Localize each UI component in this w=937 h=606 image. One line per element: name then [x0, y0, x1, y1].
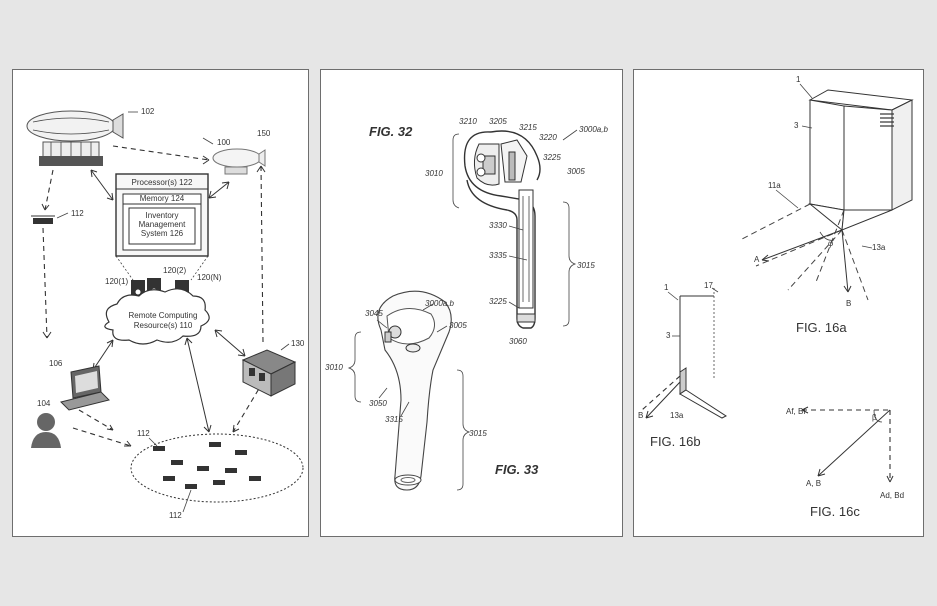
ref-3045: 3045: [365, 309, 383, 318]
ref-3215: 3215: [519, 123, 537, 132]
earbud-perspective: [377, 290, 452, 491]
ref-3010-top: 3010: [425, 169, 443, 178]
vector-diagram: [801, 406, 894, 483]
ref-3000-bottom: 3000a,b: [425, 299, 454, 308]
ref-3315: 3315: [385, 415, 403, 424]
ref-3060: 3060: [509, 337, 527, 346]
ref-13a-mid: 13a: [670, 411, 684, 420]
fig-16c-title: FIG. 16c: [810, 504, 860, 519]
inventory-label-1: Inventory: [146, 211, 179, 220]
cloud-shape: [104, 288, 210, 345]
ref-104: 104: [37, 399, 51, 408]
server-box: [115, 173, 209, 257]
ref-3210: 3210: [459, 117, 477, 126]
airship-icon: [26, 110, 124, 166]
ref-ad-bd: Ad, Bd: [880, 491, 904, 500]
ref-120-n: 120(N): [197, 273, 222, 282]
ref-3050: 3050: [369, 399, 387, 408]
ref-b: B: [846, 299, 851, 308]
ref-112-left: 112: [71, 209, 84, 218]
ref-3010-bottom: 3010: [325, 363, 343, 372]
ref-3205: 3205: [489, 117, 507, 126]
ref-a-b: A, B: [806, 479, 821, 488]
ref-3015-top: 3015: [577, 261, 595, 270]
person-icon: [31, 413, 61, 448]
fig-33-title: FIG. 33: [495, 462, 539, 477]
system-diagram: 102 100 150 Processor(s) 122 Memory 124 …: [26, 107, 305, 520]
ref-102: 102: [141, 107, 155, 116]
system-diagram-panel: 102 100 150 Processor(s) 122 Memory 124 …: [12, 69, 309, 537]
ref-100: 100: [217, 138, 231, 147]
ref-3-top: 3: [794, 121, 799, 130]
ref-3-mid: 3: [666, 331, 671, 340]
ref-112-top: 112: [137, 429, 150, 438]
device-diagram: 1 3 φ 11a A B 13a FIG. 16a 1 17 3 B 13a …: [638, 75, 914, 519]
ref-3005-bottom: 3005: [449, 321, 467, 330]
inventory-label-3: System 126: [141, 229, 184, 238]
drone-fleet-area: [130, 433, 304, 503]
ref-11a: 11a: [768, 181, 781, 190]
fig-32-title: FIG. 32: [369, 124, 413, 139]
ref-112-bottom: 112: [169, 511, 182, 520]
ref-3000-top: 3000a,b: [579, 125, 608, 134]
ref-3225-top: 3225: [543, 153, 561, 162]
ref-3330: 3330: [489, 221, 507, 230]
memory-label: Memory 124: [140, 194, 185, 203]
ref-120-1: 120(1): [105, 277, 128, 286]
processor-label: Processor(s) 122: [132, 178, 193, 187]
device-box: [808, 89, 914, 231]
ref-3220: 3220: [539, 133, 557, 142]
fig-16a-title: FIG. 16a: [796, 320, 847, 335]
ref-b-mid: B: [638, 411, 643, 420]
ref-3225-bottom: 3225: [489, 297, 507, 306]
small-airship-icon: [212, 148, 266, 175]
ref-a: A: [754, 255, 760, 264]
device-diagram-panel: 1 3 φ 11a A B 13a FIG. 16a 1 17 3 B 13a …: [633, 69, 924, 537]
phi-label: φ: [828, 239, 833, 248]
ref-120-2: 120(2): [163, 266, 186, 275]
ref-3335: 3335: [489, 251, 507, 260]
ref-1-top: 1: [796, 75, 801, 84]
device-side-view: [679, 288, 728, 419]
drone-fleet-icons: [153, 442, 261, 489]
ref-3005-top: 3005: [567, 167, 585, 176]
ref-1-mid: 1: [664, 283, 669, 292]
remote-label-1: Remote Computing: [129, 311, 198, 320]
earbud-cross-section: [463, 130, 541, 329]
fig-16b-title: FIG. 16b: [650, 434, 701, 449]
warehouse-icon: [241, 349, 297, 397]
ref-106: 106: [49, 359, 63, 368]
ref-3015-bottom: 3015: [469, 429, 487, 438]
inventory-label-2: Management: [139, 220, 186, 229]
beta-label: β: [872, 413, 877, 422]
ref-13a-top: 13a: [872, 243, 886, 252]
ref-af-bf: Af, Bf: [786, 407, 806, 416]
earbud-diagram-panel: FIG. 32 3210 3205 3215 3220 3000a,b 3225…: [320, 69, 623, 537]
earbud-diagram: FIG. 32 3210 3205 3215 3220 3000a,b 3225…: [325, 117, 608, 491]
drone-icon: [31, 215, 55, 224]
ref-130: 130: [291, 339, 305, 348]
ref-150: 150: [257, 129, 271, 138]
remote-label-2: Resource(s) 110: [134, 321, 193, 330]
laptop-icon: [60, 365, 110, 411]
ref-17: 17: [704, 281, 713, 290]
